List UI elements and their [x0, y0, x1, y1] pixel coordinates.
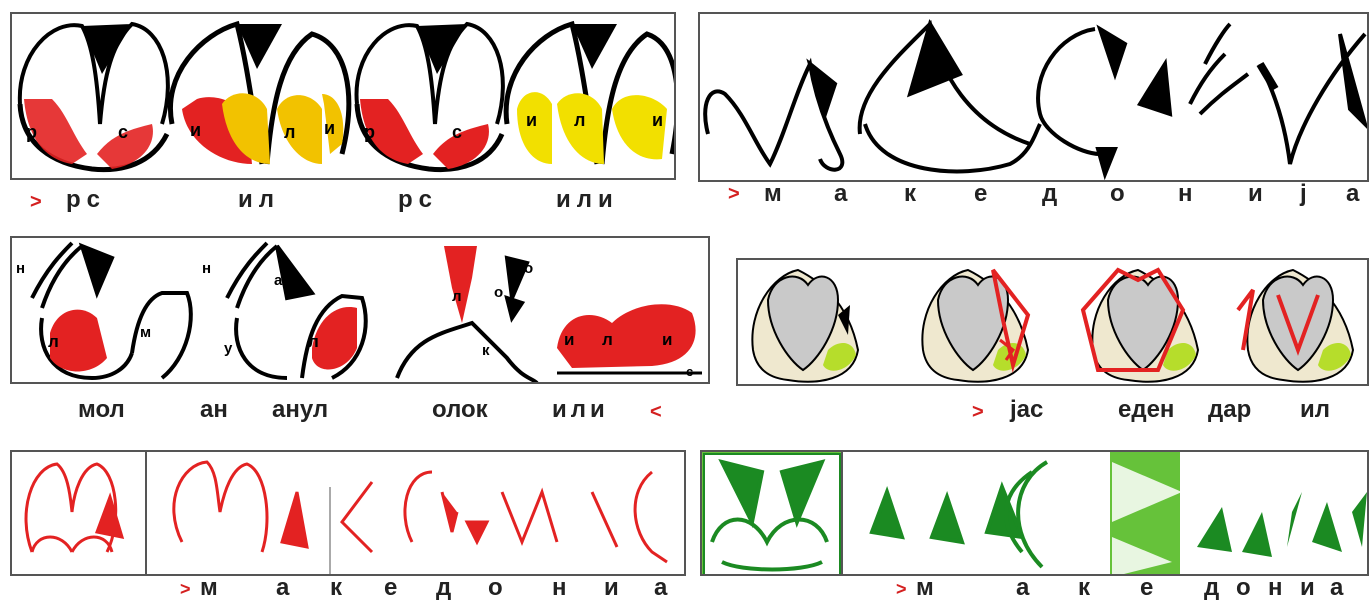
caption-letter: а — [1016, 576, 1029, 600]
figure-label: н — [16, 260, 25, 277]
figure-label: о — [494, 284, 503, 301]
colored-heart-3 — [1083, 270, 1198, 382]
heart-figure-4 — [506, 24, 676, 164]
figure-label: с — [686, 364, 693, 379]
figure-label-s: с — [118, 122, 128, 143]
caption-word: ил — [1300, 398, 1330, 422]
colored-heart-drawings — [738, 260, 1369, 386]
figure-label: и — [662, 330, 672, 350]
caption-letter: м — [916, 576, 934, 600]
figure-label-i: и — [324, 118, 335, 139]
caption-letter: а — [834, 182, 847, 206]
caption-word: ан — [200, 398, 228, 422]
figure-label-r: р — [364, 122, 375, 143]
caption-letter: д — [1042, 182, 1057, 206]
caption-arrow: > — [896, 580, 907, 598]
colored-heart-4 — [1238, 270, 1353, 382]
caption-letter: и — [604, 576, 619, 600]
outline-drawings-row1 — [700, 14, 1369, 182]
caption-word: олок — [432, 398, 488, 422]
figure-label: а — [274, 272, 282, 289]
caption-letter: о — [1110, 182, 1125, 206]
caption-word: или — [552, 398, 609, 422]
figure-label-r: р — [26, 122, 37, 143]
caption-letter: к — [1078, 576, 1090, 600]
caption-letter: м — [764, 182, 782, 206]
caption-letter: ј — [1300, 182, 1307, 206]
figure-label-l: л — [284, 122, 295, 143]
colored-heart-2 — [922, 270, 1028, 382]
caption-letter: д — [1204, 576, 1219, 600]
caption-letter: е — [974, 182, 987, 206]
caption-letter: н — [1268, 576, 1283, 600]
figure-label: у — [224, 340, 232, 357]
caption-word: јас — [1010, 398, 1043, 422]
figure-label-i: и — [652, 110, 663, 131]
caption-letter: а — [1330, 576, 1343, 600]
caption-letter: н — [1178, 182, 1193, 206]
caption-letter: е — [384, 576, 397, 600]
green-drawings — [702, 452, 1369, 576]
figure-label: м — [140, 324, 151, 341]
figure-label: л — [308, 332, 319, 352]
caption-word: еден — [1118, 398, 1174, 422]
figure-label: н — [202, 260, 211, 277]
caption-letter: к — [330, 576, 342, 600]
caption-letter: а — [1346, 182, 1359, 206]
panel-red-makedonia — [10, 450, 686, 576]
caption-letter: е — [1140, 576, 1153, 600]
caption-word: рс — [398, 188, 438, 212]
caption-word: анул — [272, 398, 328, 422]
caption-word: ил — [238, 188, 280, 212]
panel-jas-eden-dar-il — [736, 258, 1369, 386]
figure-label: л — [602, 330, 613, 350]
caption-letter: а — [276, 576, 289, 600]
heart-figure-3 — [357, 24, 503, 170]
panel-hearts-rs-ili: р с и л и р с и л и — [10, 12, 676, 180]
caption-arrow: > — [728, 184, 740, 204]
heart-drawings-row2 — [12, 238, 710, 384]
caption-word: или — [556, 188, 619, 212]
panel-green-makedonia — [700, 450, 1369, 576]
caption-letter: д — [436, 576, 451, 600]
colored-heart-1 — [752, 270, 858, 382]
caption-word: мол — [78, 398, 125, 422]
figure-label: о — [524, 260, 533, 277]
caption-word: дар — [1208, 398, 1251, 422]
figure-label-l: л — [574, 110, 585, 131]
figure-label-s: с — [452, 122, 462, 143]
caption-letter: н — [552, 576, 567, 600]
figure-label: к — [482, 342, 490, 359]
figure-label: л — [452, 288, 462, 305]
caption-arrow: < — [650, 402, 662, 422]
heart-drawings-row1 — [12, 14, 676, 180]
caption-arrow: > — [972, 402, 984, 422]
figure-label: и — [564, 330, 574, 350]
caption-arrow: > — [30, 192, 42, 212]
caption-letter: о — [488, 576, 503, 600]
figure-label: л — [48, 332, 59, 352]
caption-letter: о — [1236, 576, 1251, 600]
figure-label-i: и — [190, 120, 201, 141]
panel-mol-anul-olok: н о л м н а у л о л о к и л и с — [10, 236, 710, 384]
caption-letter: м — [200, 576, 218, 600]
caption-letter: к — [904, 182, 916, 206]
panel-outline-makedonija — [698, 12, 1369, 182]
figure-label: о — [94, 260, 103, 277]
red-outline-drawings — [12, 452, 686, 576]
caption-word: рс — [66, 188, 106, 212]
caption-letter: и — [1248, 182, 1263, 206]
caption-letter: и — [1300, 576, 1315, 600]
heart-figure-1 — [20, 24, 168, 170]
figure-label-i: и — [526, 110, 537, 131]
heart-figure-2 — [170, 24, 348, 164]
caption-arrow: > — [180, 580, 191, 598]
caption-letter: а — [654, 576, 667, 600]
